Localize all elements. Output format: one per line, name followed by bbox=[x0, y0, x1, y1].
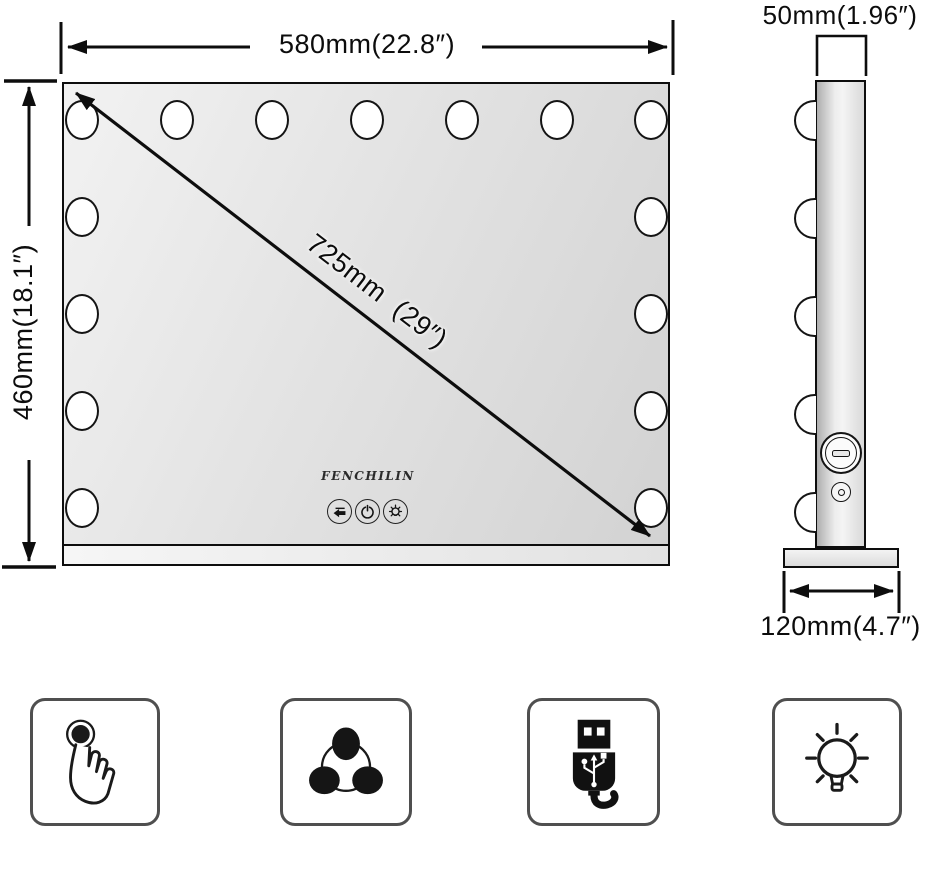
base-depth-dimension-label: 120mm(4.7″) bbox=[760, 611, 921, 641]
bulb bbox=[65, 488, 99, 528]
usb-port bbox=[820, 432, 862, 474]
bulb bbox=[634, 391, 668, 431]
side-width-dimension-label: 50mm(1.96″) bbox=[762, 0, 918, 30]
bulb bbox=[65, 391, 99, 431]
usb-power-icon bbox=[572, 719, 618, 809]
bulb bbox=[65, 294, 99, 334]
side-bulb bbox=[794, 394, 816, 435]
feature-touch-control bbox=[30, 698, 160, 826]
mirror-stand-base bbox=[783, 548, 899, 568]
power-socket-pin bbox=[837, 488, 845, 496]
side-bulb bbox=[794, 100, 816, 141]
touch-control-icon bbox=[66, 719, 116, 805]
brightness-button bbox=[383, 499, 408, 524]
height-dimension-label: 460mm(18.1″) bbox=[8, 243, 38, 421]
side-bulb bbox=[794, 198, 816, 239]
reverse-arrow-icon bbox=[333, 507, 346, 518]
bulb bbox=[160, 100, 194, 140]
reverse-arrow-button bbox=[327, 499, 352, 524]
bulb bbox=[445, 100, 479, 140]
mirror-front-view bbox=[62, 82, 670, 566]
side-bulb bbox=[794, 296, 816, 337]
bulb bbox=[350, 100, 384, 140]
side-bulb bbox=[794, 492, 816, 533]
power-socket bbox=[831, 482, 851, 502]
usb-slot bbox=[832, 449, 850, 457]
brightness-icon bbox=[388, 504, 403, 517]
bulb bbox=[65, 197, 99, 237]
usb-port-ring bbox=[825, 437, 857, 469]
bulb bbox=[540, 100, 574, 140]
bulb bbox=[255, 100, 289, 140]
feature-three-color-modes bbox=[280, 698, 412, 826]
feature-usb-power bbox=[527, 698, 660, 826]
power-button bbox=[355, 499, 380, 524]
bulb bbox=[65, 100, 99, 140]
width-dimension-label: 580mm(22.8″) bbox=[278, 29, 456, 59]
three-color-modes-icon bbox=[309, 727, 383, 795]
mirror-bottom-strip bbox=[64, 544, 668, 564]
led-light-icon bbox=[805, 722, 869, 792]
bulb bbox=[634, 197, 668, 237]
bulb bbox=[634, 100, 668, 140]
brand-logo: FENCHILIN bbox=[321, 469, 415, 483]
mirror-side-view bbox=[815, 80, 866, 548]
power-icon bbox=[361, 504, 374, 519]
feature-led-light bbox=[772, 698, 902, 826]
bulb bbox=[634, 294, 668, 334]
bulb bbox=[634, 488, 668, 528]
